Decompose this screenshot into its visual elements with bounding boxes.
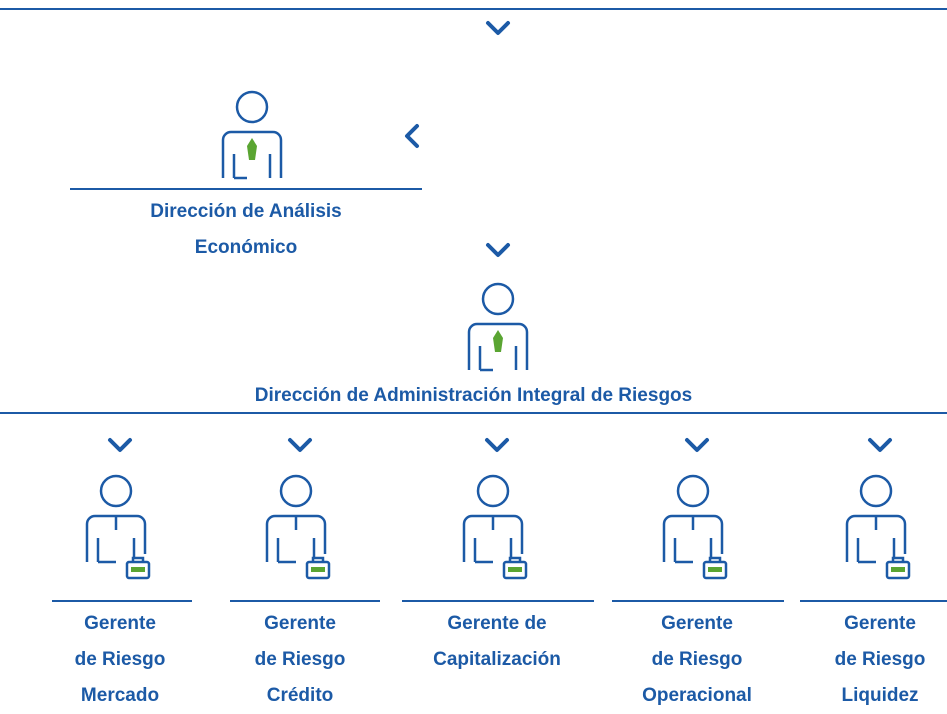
chevron-down-icon [685, 438, 709, 452]
node-gerente-line: Capitalización [433, 649, 561, 670]
node-gerente-line: Gerente [844, 613, 916, 634]
node-gerente-line: de Riesgo [834, 649, 926, 670]
node-riesgos-title: Dirección de Administración Integral de … [254, 385, 693, 406]
node-gerente-line: Gerente [84, 613, 156, 634]
node-gerente-line: Gerente [264, 613, 336, 634]
node-gerente-line: Liquidez [841, 685, 919, 706]
manager-briefcase-icon [85, 474, 151, 580]
node-gerente-line: Mercado [80, 685, 160, 706]
node-gerente-line: Gerente de [447, 613, 547, 634]
manager-briefcase-icon [845, 474, 911, 580]
manager-briefcase-icon [265, 474, 331, 580]
chevron-down-icon [868, 438, 892, 452]
node-gerente-line: Gerente [661, 613, 733, 634]
node-gerente-line: de Riesgo [74, 649, 166, 670]
gerente-divider [402, 600, 594, 602]
node-analisis-line-2: Económico [194, 237, 298, 258]
gerente-divider [230, 600, 380, 602]
node-gerente-line: de Riesgo [254, 649, 346, 670]
chevron-down-icon [486, 21, 510, 35]
top-divider-line [0, 8, 947, 10]
node-analisis-line-1: Dirección de Análisis [150, 201, 342, 222]
node-gerente-line: Operacional [642, 685, 752, 706]
chevron-down-icon [486, 243, 510, 257]
executive-tie-icon [467, 282, 529, 372]
chevron-left-icon [405, 124, 419, 148]
gerente-divider [52, 600, 192, 602]
node-analisis-label: Dirección de Análisis Económico [70, 194, 422, 266]
gerente-divider [800, 600, 947, 602]
node-gerente-line: de Riesgo [651, 649, 743, 670]
node-gerente-label: Gerente de Capitalización [407, 606, 587, 678]
chevron-down-icon [288, 438, 312, 452]
manager-briefcase-icon [662, 474, 728, 580]
node-gerente-line: Crédito [266, 685, 334, 706]
riesgos-divider [0, 412, 947, 414]
manager-briefcase-icon [462, 474, 528, 580]
executive-tie-icon [221, 90, 283, 180]
analisis-divider [70, 188, 422, 190]
gerente-divider [612, 600, 784, 602]
chevron-down-icon [485, 438, 509, 452]
chevron-down-icon [108, 438, 132, 452]
